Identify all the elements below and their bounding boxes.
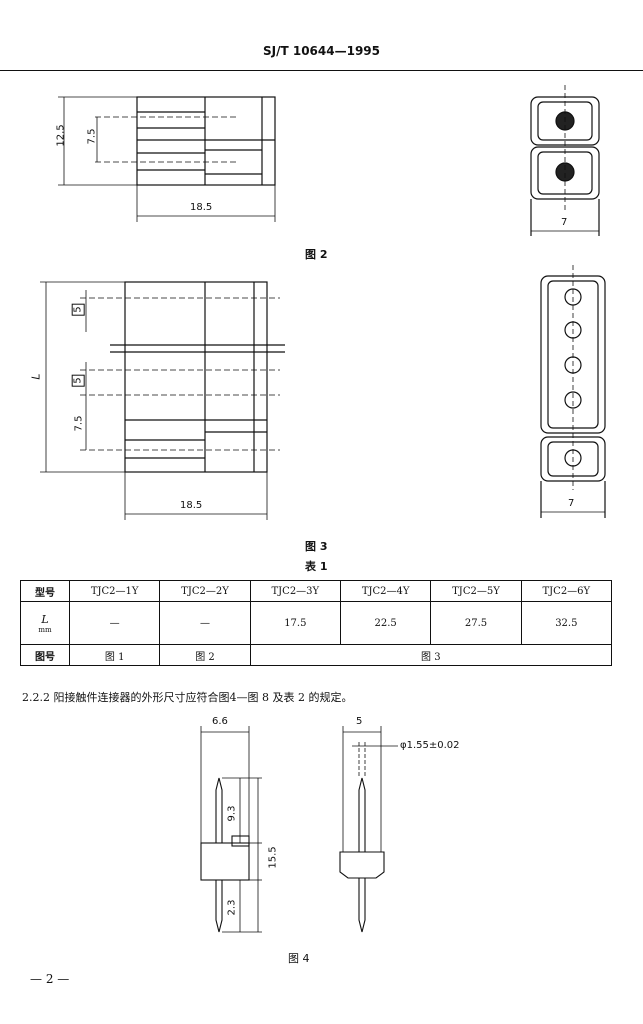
L-value-cell: — <box>68 601 161 645</box>
model-cell: TJC2—6Y <box>520 580 613 602</box>
model-cell: TJC2—5Y <box>430 580 522 602</box>
L-value-cell: 27.5 <box>430 601 522 645</box>
fig-cell: 图 2 <box>159 644 251 666</box>
fig3-dim-5b: 5 <box>71 374 85 387</box>
header-rule <box>0 70 643 71</box>
fig4-caption: 图 4 <box>288 952 310 965</box>
fig4-dim-top: 9.3 <box>226 805 238 822</box>
table-row: 图号 图 1 图 2 图 3 <box>20 644 613 666</box>
fig3-dim-5a: 5 <box>71 303 85 316</box>
paragraph-2-2-2: 2.2.2 阳接触件连接器的外形尺寸应符合图4—图 8 及表 2 的规定。 <box>22 691 353 704</box>
fig3-dim-pitch: 7.5 <box>73 415 85 432</box>
model-cell: TJC2—4Y <box>339 580 432 602</box>
table-header-label: 型号 <box>20 580 70 602</box>
L-value-cell: 17.5 <box>249 601 341 645</box>
fig4-dim-width: 6.6 <box>212 716 228 727</box>
fig3-dim-length: 18.5 <box>180 500 203 511</box>
table-row: L mm — — 17.5 22.5 27.5 32.5 <box>20 601 613 645</box>
L-value-cell: 22.5 <box>339 601 432 645</box>
L-value-cell: — <box>159 601 251 645</box>
fig2-dim-height: 12.5 <box>55 124 67 147</box>
fig-cell: 图 3 <box>249 644 613 666</box>
table-row: 型号 TJC2—1Y TJC2—2Y TJC2—3Y TJC2—4Y TJC2—… <box>20 580 613 602</box>
fig2-caption: 图 2 <box>305 248 328 261</box>
fig3-dim-width: 7 <box>568 498 575 509</box>
row-L-label-cell: L mm <box>20 601 70 645</box>
row-L-unit: mm <box>38 625 52 634</box>
fig2-dim-length: 18.5 <box>190 202 213 213</box>
fig4-dim-pin-dia: φ1.55±0.02 <box>400 740 460 751</box>
table-1: 型号 TJC2—1Y TJC2—2Y TJC2—3Y TJC2—4Y TJC2—… <box>20 580 613 666</box>
fig4-dim-total: 15.5 <box>267 846 279 869</box>
model-cell: TJC2—3Y <box>249 580 341 602</box>
table1-caption: 表 1 <box>305 560 328 573</box>
fig2-dim-width: 7 <box>561 217 568 228</box>
fig3-caption: 图 3 <box>305 540 328 553</box>
L-value-cell: 32.5 <box>520 601 613 645</box>
model-cell: TJC2—2Y <box>159 580 251 602</box>
fig4-dim-side-width: 5 <box>356 716 363 727</box>
fig2-dim-pitch: 7.5 <box>86 128 98 145</box>
fig-cell: 图 1 <box>68 644 161 666</box>
model-cell: TJC2—1Y <box>68 580 161 602</box>
row-fig-label: 图号 <box>20 644 70 666</box>
row-L-label: L <box>41 612 49 626</box>
page-header: SJ/T 10644—1995 <box>263 44 380 58</box>
fig3-dim-L: L <box>29 373 43 380</box>
fig4-dim-bottom: 2.3 <box>226 899 238 916</box>
page-number: — 2 — <box>30 972 70 986</box>
